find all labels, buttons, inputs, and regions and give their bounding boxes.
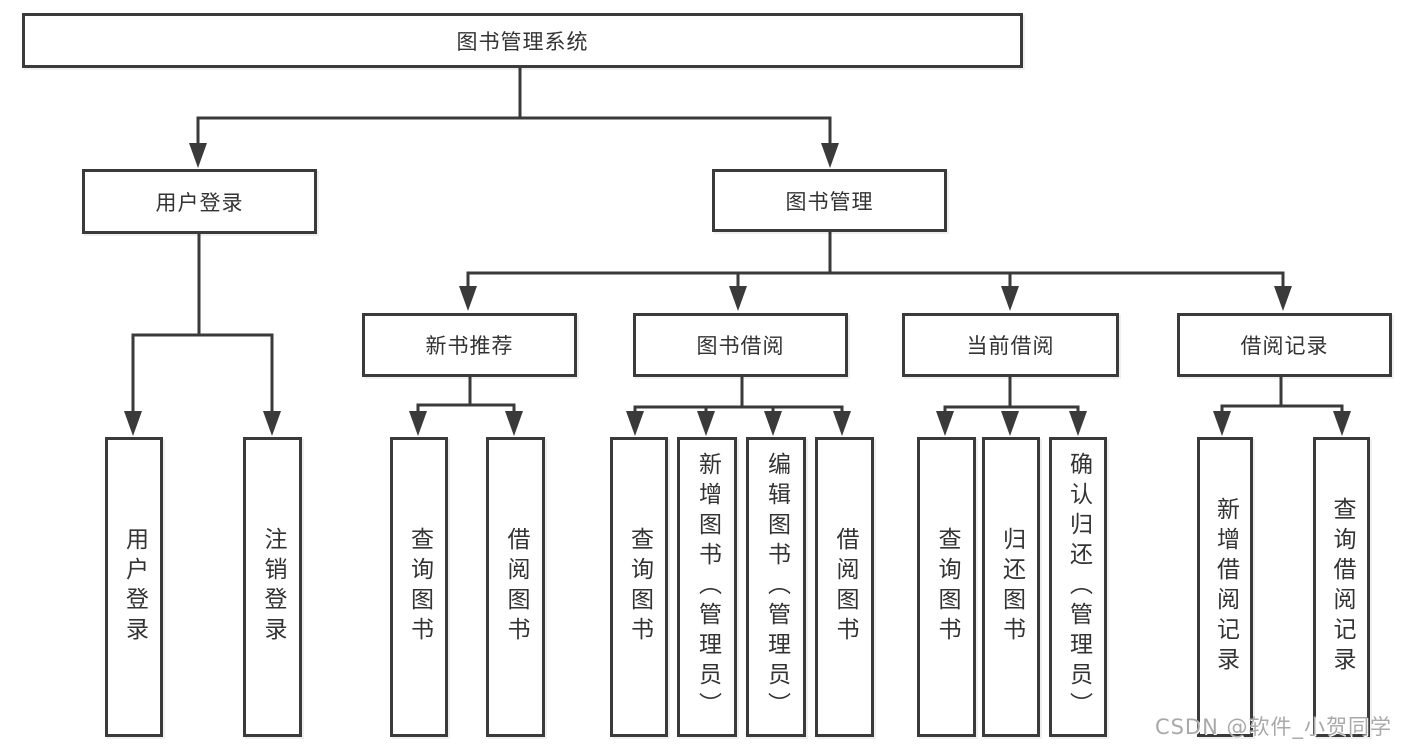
- leaf-label: 借阅图书: [503, 527, 529, 647]
- leaf-query-books-current: 查询图书: [917, 437, 976, 737]
- leaf-label: 归还图书: [998, 527, 1025, 647]
- node-user-login: 用户登录: [82, 169, 317, 234]
- leaf-label: 新增借阅记录: [1212, 497, 1239, 677]
- leaf-label: 用户登录: [121, 527, 148, 647]
- leaf-confirm-return-admin: 确认归还（管理员）: [1049, 437, 1107, 737]
- node-book-borrow: 图书借阅: [633, 313, 848, 377]
- leaf-add-books-admin: 新增图书（管理员）: [677, 437, 737, 737]
- node-book-management: 图书管理: [712, 169, 947, 232]
- leaf-label: 查询图书: [934, 527, 960, 647]
- leaf-label: 确认归还（管理员）: [1065, 452, 1092, 722]
- leaf-query-borrow-records: 查询借阅记录: [1313, 437, 1370, 737]
- leaf-borrow-books-recommend: 借阅图书: [486, 437, 545, 737]
- node-root-library-system: 图书管理系统: [22, 13, 1023, 68]
- leaf-user-login: 用户登录: [105, 437, 163, 737]
- leaf-label: 借阅图书: [832, 527, 858, 647]
- leaf-query-books-borrow: 查询图书: [610, 437, 668, 737]
- leaf-label: 注销登录: [260, 527, 286, 647]
- leaf-query-books-recommend: 查询图书: [390, 437, 448, 737]
- leaf-label: 查询图书: [406, 527, 433, 647]
- leaf-label: 查询借阅记录: [1329, 497, 1355, 677]
- leaf-label: 编辑图书（管理员）: [763, 452, 790, 722]
- leaf-edit-books-admin: 编辑图书（管理员）: [746, 437, 806, 737]
- leaf-label: 查询图书: [626, 527, 653, 647]
- node-new-book-recommend: 新书推荐: [362, 313, 577, 377]
- leaf-add-borrow-record: 新增借阅记录: [1197, 437, 1253, 737]
- leaf-logout: 注销登录: [243, 437, 302, 737]
- csdn-watermark: CSDN @软件_小贺同学: [1154, 715, 1392, 739]
- node-borrow-records: 借阅记录: [1177, 313, 1392, 377]
- leaf-return-books: 归还图书: [982, 437, 1040, 737]
- leaf-borrow-books: 借阅图书: [815, 437, 874, 737]
- node-current-borrow: 当前借阅: [902, 313, 1119, 377]
- leaf-label: 新增图书（管理员）: [694, 452, 721, 722]
